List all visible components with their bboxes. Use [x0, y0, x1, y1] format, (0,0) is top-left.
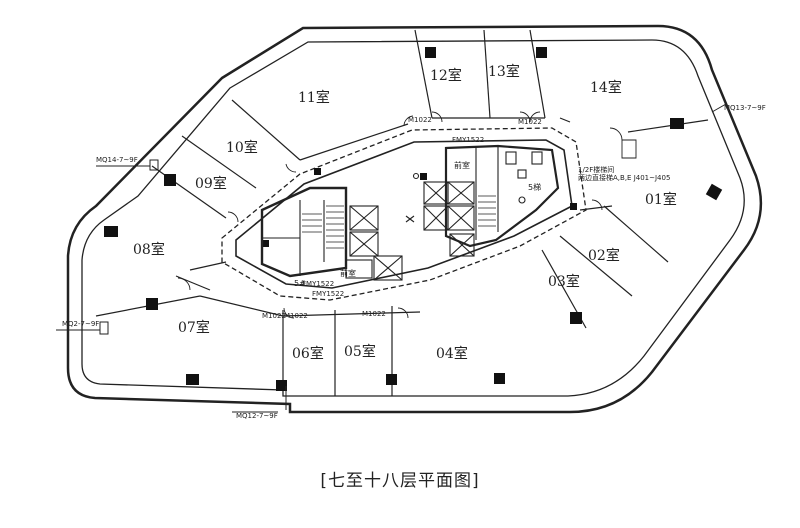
fmy-top-label: FMY1522 [452, 136, 484, 144]
fmy-bottom-label: FMY1522 [312, 290, 344, 298]
mq13-label: MQ13-7~9F [724, 104, 766, 112]
stair-label-right: 5梯 [528, 182, 541, 192]
mq-markers [56, 103, 727, 413]
door-code-top-left: M1022 [408, 116, 432, 124]
structural-columns [104, 47, 723, 391]
foyer-label-left: 前室 [340, 268, 356, 278]
room-label-14: 14室 [590, 79, 622, 96]
room-label-04: 04室 [436, 345, 468, 362]
door-swings [177, 111, 637, 319]
room-label-07: 07室 [178, 319, 210, 336]
room-label-12: 12室 [430, 67, 462, 84]
door-code-top-right: M1022 [518, 118, 542, 126]
stair-label-left: 5# [294, 279, 306, 288]
room-label-13: 13室 [488, 63, 520, 80]
room-label-10: 10室 [226, 139, 258, 156]
room-label-05: 05室 [344, 343, 376, 360]
room-label-09: 09室 [195, 175, 227, 192]
room-label-06: 06室 [292, 345, 324, 362]
room-label-02: 02室 [588, 247, 620, 264]
room-label-03: 03室 [548, 273, 580, 290]
room-label-08: 08室 [133, 241, 165, 258]
door-code-bottom-2: M1022 [284, 312, 308, 320]
door-code-bottom-1: M1022 [262, 312, 286, 320]
door-code-bottom-3: M1022 [362, 310, 386, 318]
room-labels: 01室 02室 03室 04室 05室 06室 07室 08室 09室 10室 … [133, 63, 677, 362]
mq14-label: MQ14-7~9F [96, 156, 138, 164]
foyer-label-right: 前室 [454, 160, 470, 170]
fmy-left-label: FMY1522 [302, 280, 334, 288]
room-label-11: 11室 [298, 89, 330, 106]
annotations: MQ13-7~9F MQ14-7~9F MQ2-7~9F MQ12-7~9F F… [62, 104, 766, 420]
room-label-01: 01室 [645, 191, 677, 208]
corridor-boundary [221, 127, 587, 301]
core-elements [260, 144, 560, 281]
mq12-label: MQ12-7~9F [236, 412, 278, 420]
core-inner-wall [235, 139, 573, 289]
outer-walls [66, 24, 763, 414]
mq2-label: MQ2-7~9F [62, 320, 99, 328]
note-line-1: 1/2F楼梯间 [578, 165, 614, 174]
note-line-2: 两边直接梯A,B,E J401~J405 [578, 173, 670, 182]
plan-caption: [七至十八层平面图] [320, 471, 480, 491]
